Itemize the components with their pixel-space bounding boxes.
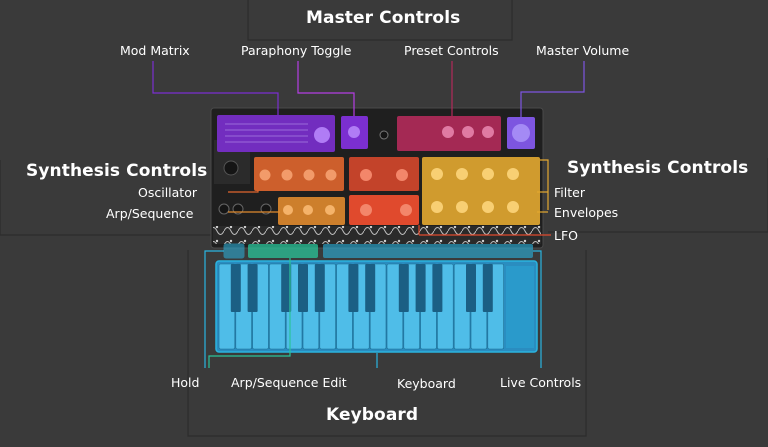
black-key[interactable] (230, 264, 241, 312)
callout-lines (152, 61, 585, 368)
black-key[interactable] (415, 264, 426, 312)
label-envelopes: Envelopes (554, 205, 619, 220)
heading-frames (0, 0, 768, 437)
black-key[interactable] (398, 264, 409, 312)
black-key[interactable] (365, 264, 376, 312)
filter-top-panel[interactable] (349, 157, 419, 191)
black-key[interactable] (298, 264, 308, 312)
black-key[interactable] (247, 264, 258, 312)
heading-synthesis-controls-right: Synthesis Controls (567, 158, 749, 178)
volume-panel[interactable] (507, 117, 535, 149)
label-hold: Hold (171, 375, 200, 390)
filter-envelope-panel[interactable] (422, 157, 540, 225)
mod-matrix-panel[interactable] (217, 115, 335, 152)
heading-master-controls: Master Controls (306, 8, 461, 28)
label-arp-sequence-edit: Arp/Sequence Edit (231, 375, 347, 390)
oscillator-panel[interactable] (254, 157, 344, 191)
black-key[interactable] (281, 264, 292, 312)
heading-synthesis-controls-left: Synthesis Controls (26, 161, 208, 181)
label-paraphony-toggle: Paraphony Toggle (241, 43, 352, 58)
black-key[interactable] (482, 264, 493, 312)
arp-panel[interactable] (278, 197, 345, 225)
label-mod-matrix: Mod Matrix (120, 43, 190, 58)
hold-button[interactable] (223, 243, 245, 259)
live-controls-strip[interactable] (323, 244, 533, 258)
label-preset-controls: Preset Controls (404, 43, 499, 58)
label-oscillator: Oscillator (138, 185, 197, 200)
black-key[interactable] (466, 264, 476, 312)
label-live-controls: Live Controls (500, 375, 582, 390)
label-keyboard: Keyboard (397, 376, 456, 391)
label-lfo: LFO (554, 228, 578, 243)
label-arp-sequence: Arp/Sequence (106, 206, 194, 221)
heading-keyboard: Keyboard (326, 405, 419, 425)
black-key[interactable] (314, 264, 325, 312)
black-key[interactable] (348, 264, 359, 312)
keyboard-panel[interactable] (215, 260, 538, 353)
lfo-panel[interactable] (349, 195, 419, 225)
paraphony-panel[interactable] (341, 116, 368, 149)
black-key[interactable] (432, 264, 443, 312)
label-master-volume: Master Volume (536, 43, 630, 58)
arp-edit-strip[interactable] (248, 244, 318, 258)
label-filter: Filter (554, 185, 585, 200)
preset-panel[interactable] (397, 116, 501, 151)
